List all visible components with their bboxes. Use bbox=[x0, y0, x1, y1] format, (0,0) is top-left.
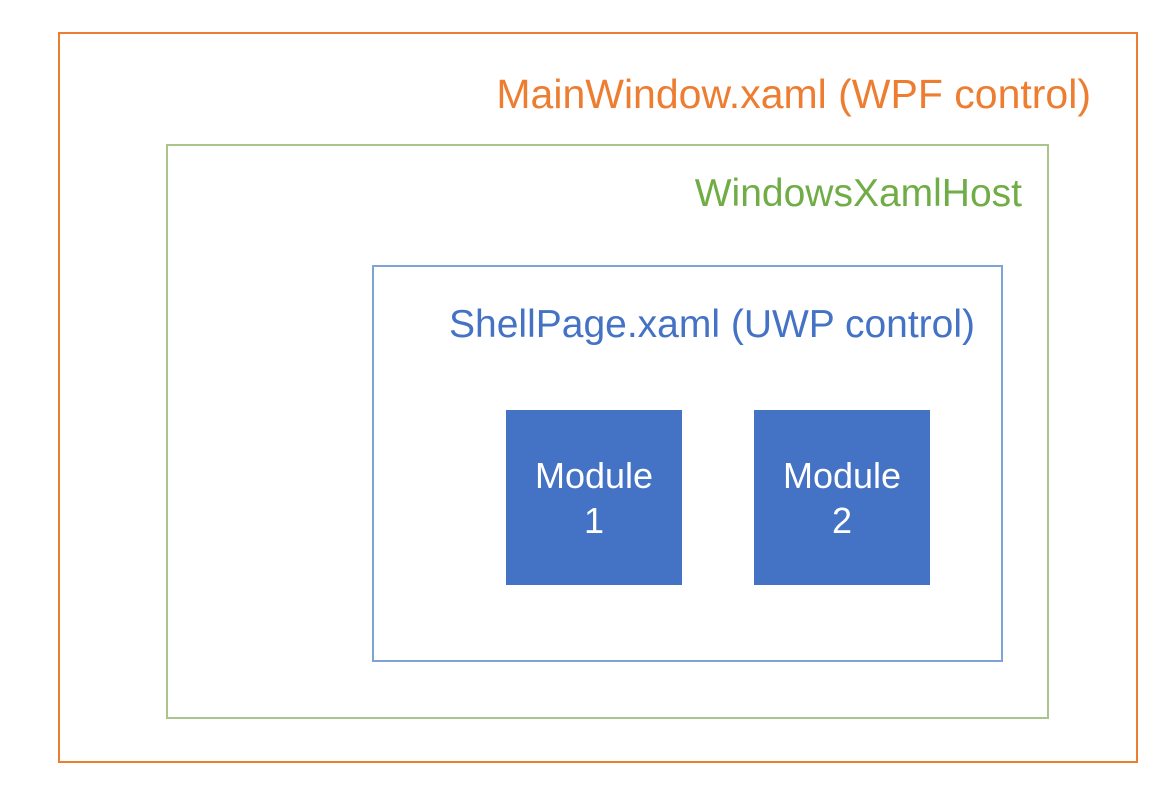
module-1-line1: Module bbox=[534, 454, 654, 496]
container-mainwindow: MainWindow.xaml (WPF control) WindowsXam… bbox=[58, 32, 1138, 763]
label-shellpage: ShellPage.xaml (UWP control) bbox=[449, 303, 975, 346]
module-2-line1: Module bbox=[782, 454, 902, 496]
label-mainwindow: MainWindow.xaml (WPF control) bbox=[496, 71, 1091, 117]
module-1-line2: 1 bbox=[583, 499, 605, 541]
container-windowsxamlhost: WindowsXamlHost ShellPage.xaml (UWP cont… bbox=[166, 144, 1049, 719]
module-2-line2: 2 bbox=[831, 499, 853, 541]
label-windowsxamlhost: WindowsXamlHost bbox=[694, 172, 1022, 215]
